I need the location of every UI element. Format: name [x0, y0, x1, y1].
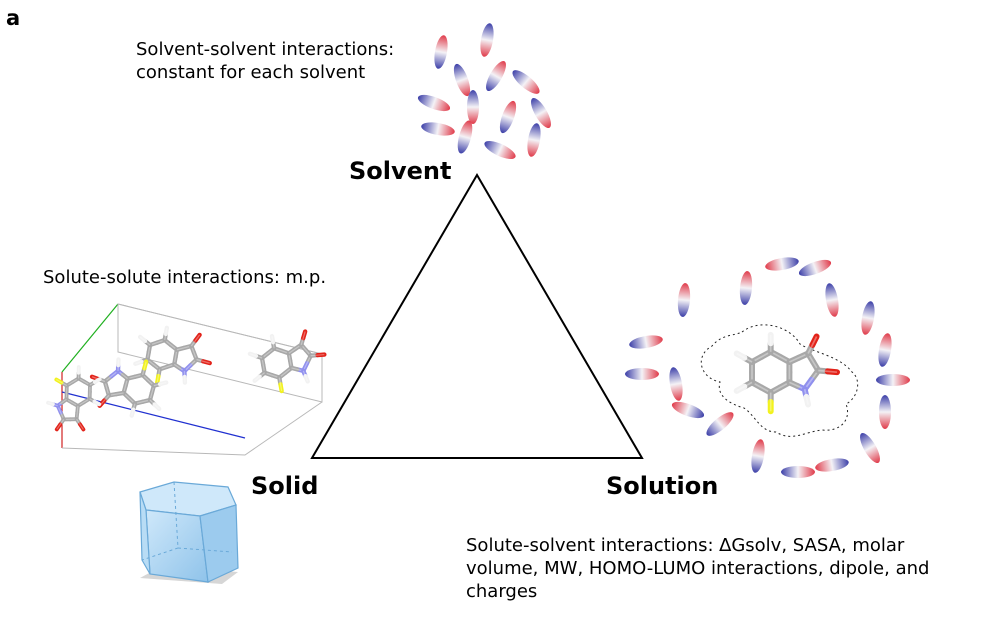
solvent-dipole — [765, 257, 799, 271]
solvent-dipole — [706, 412, 734, 436]
solvent-dipole — [739, 271, 753, 305]
solvent-dipole — [815, 458, 849, 472]
solvent-dipole — [879, 395, 891, 429]
solvent-dipole — [669, 367, 683, 401]
solvent-dipole — [825, 283, 839, 317]
solvent-accessible-surface — [700, 324, 859, 437]
solvent-dipole — [861, 301, 875, 335]
solvent-dipole — [629, 335, 663, 349]
solvent-dipole — [453, 63, 471, 97]
vertex-label-solvent: Solvent — [349, 157, 452, 185]
crystal-packing-unit-cell — [61, 303, 323, 456]
solvent-dipole — [625, 368, 659, 380]
solvent-dipole — [499, 100, 517, 134]
solvent-dipole — [421, 122, 455, 136]
solvent-solvent-annotation: Solvent-solvent interactions: constant f… — [136, 39, 395, 83]
solvent-dipole — [671, 401, 705, 419]
solvent-dipole — [486, 60, 506, 92]
vertex-label-solution: Solution — [606, 472, 719, 500]
solvent-molecule-cluster — [417, 23, 551, 160]
solvent-dipole — [798, 259, 832, 277]
interaction-triangle — [310, 173, 644, 459]
solvent-dipole — [878, 333, 892, 367]
solvent-dipole — [417, 94, 451, 112]
solvent-dipole — [677, 283, 691, 317]
solvent-dipole — [457, 120, 473, 154]
solvent-dipole — [527, 123, 541, 157]
solvent-dipole — [480, 23, 494, 57]
panel-label: a — [6, 6, 21, 30]
solvent-dipole — [434, 35, 448, 69]
solvent-dipole — [751, 439, 765, 473]
solvent-dipole — [781, 466, 815, 478]
solvent-dipole — [876, 374, 910, 386]
solvent-dipole — [467, 90, 479, 124]
solvent-dipole — [531, 97, 551, 129]
crystal-icon — [139, 481, 239, 584]
solvation-shell-cluster — [625, 257, 910, 478]
solvent-dipole — [512, 70, 540, 94]
solute-molecule — [733, 331, 840, 415]
solvent-dipole — [860, 432, 880, 464]
crystal-molecules — [46, 325, 327, 432]
solute-solvent-annotation: Solute-solvent interactions: ∆Gsolv, SAS… — [466, 535, 930, 602]
vertex-label-solid: Solid — [251, 472, 319, 500]
solute-solute-annotation: Solute-solute interactions: m.p. — [43, 267, 327, 288]
solvent-dipole — [484, 140, 516, 160]
